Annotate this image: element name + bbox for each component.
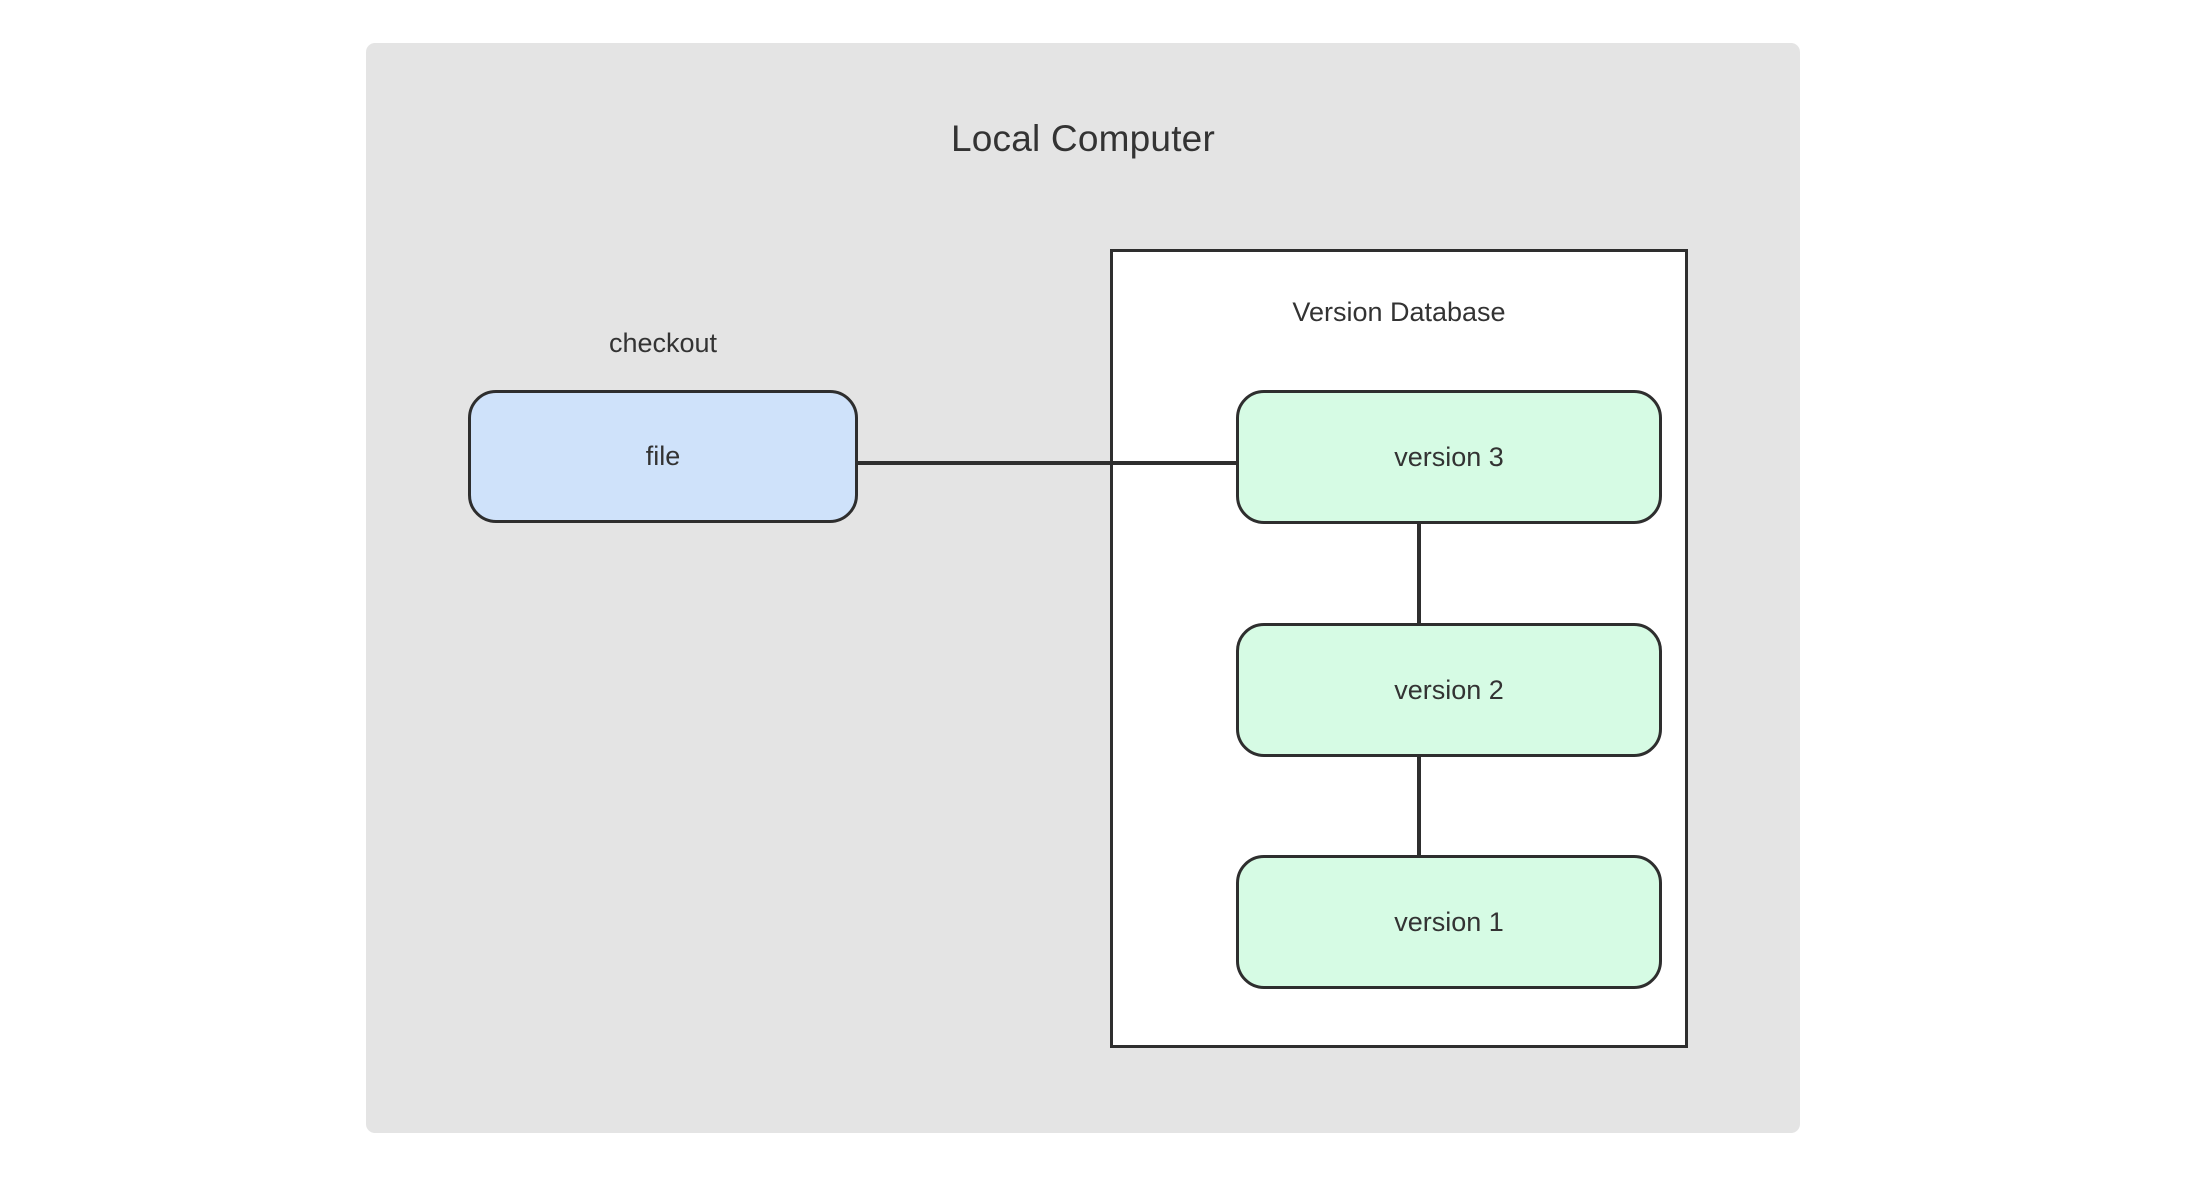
node-version-1[interactable]: version 1: [1236, 855, 1662, 989]
edge-version-2-to-version-1: [1417, 755, 1421, 857]
node-file[interactable]: file: [468, 390, 858, 523]
edge-file-to-version-3: [856, 461, 1238, 465]
node-version-2[interactable]: version 2: [1236, 623, 1662, 757]
version-database-title: Version Database: [1292, 297, 1506, 327]
edge-version-3-to-version-2: [1417, 521, 1421, 625]
checkout-label: checkout: [608, 328, 718, 358]
local-computer-title: Local Computer: [951, 118, 1215, 159]
node-version-3[interactable]: version 3: [1236, 390, 1662, 524]
